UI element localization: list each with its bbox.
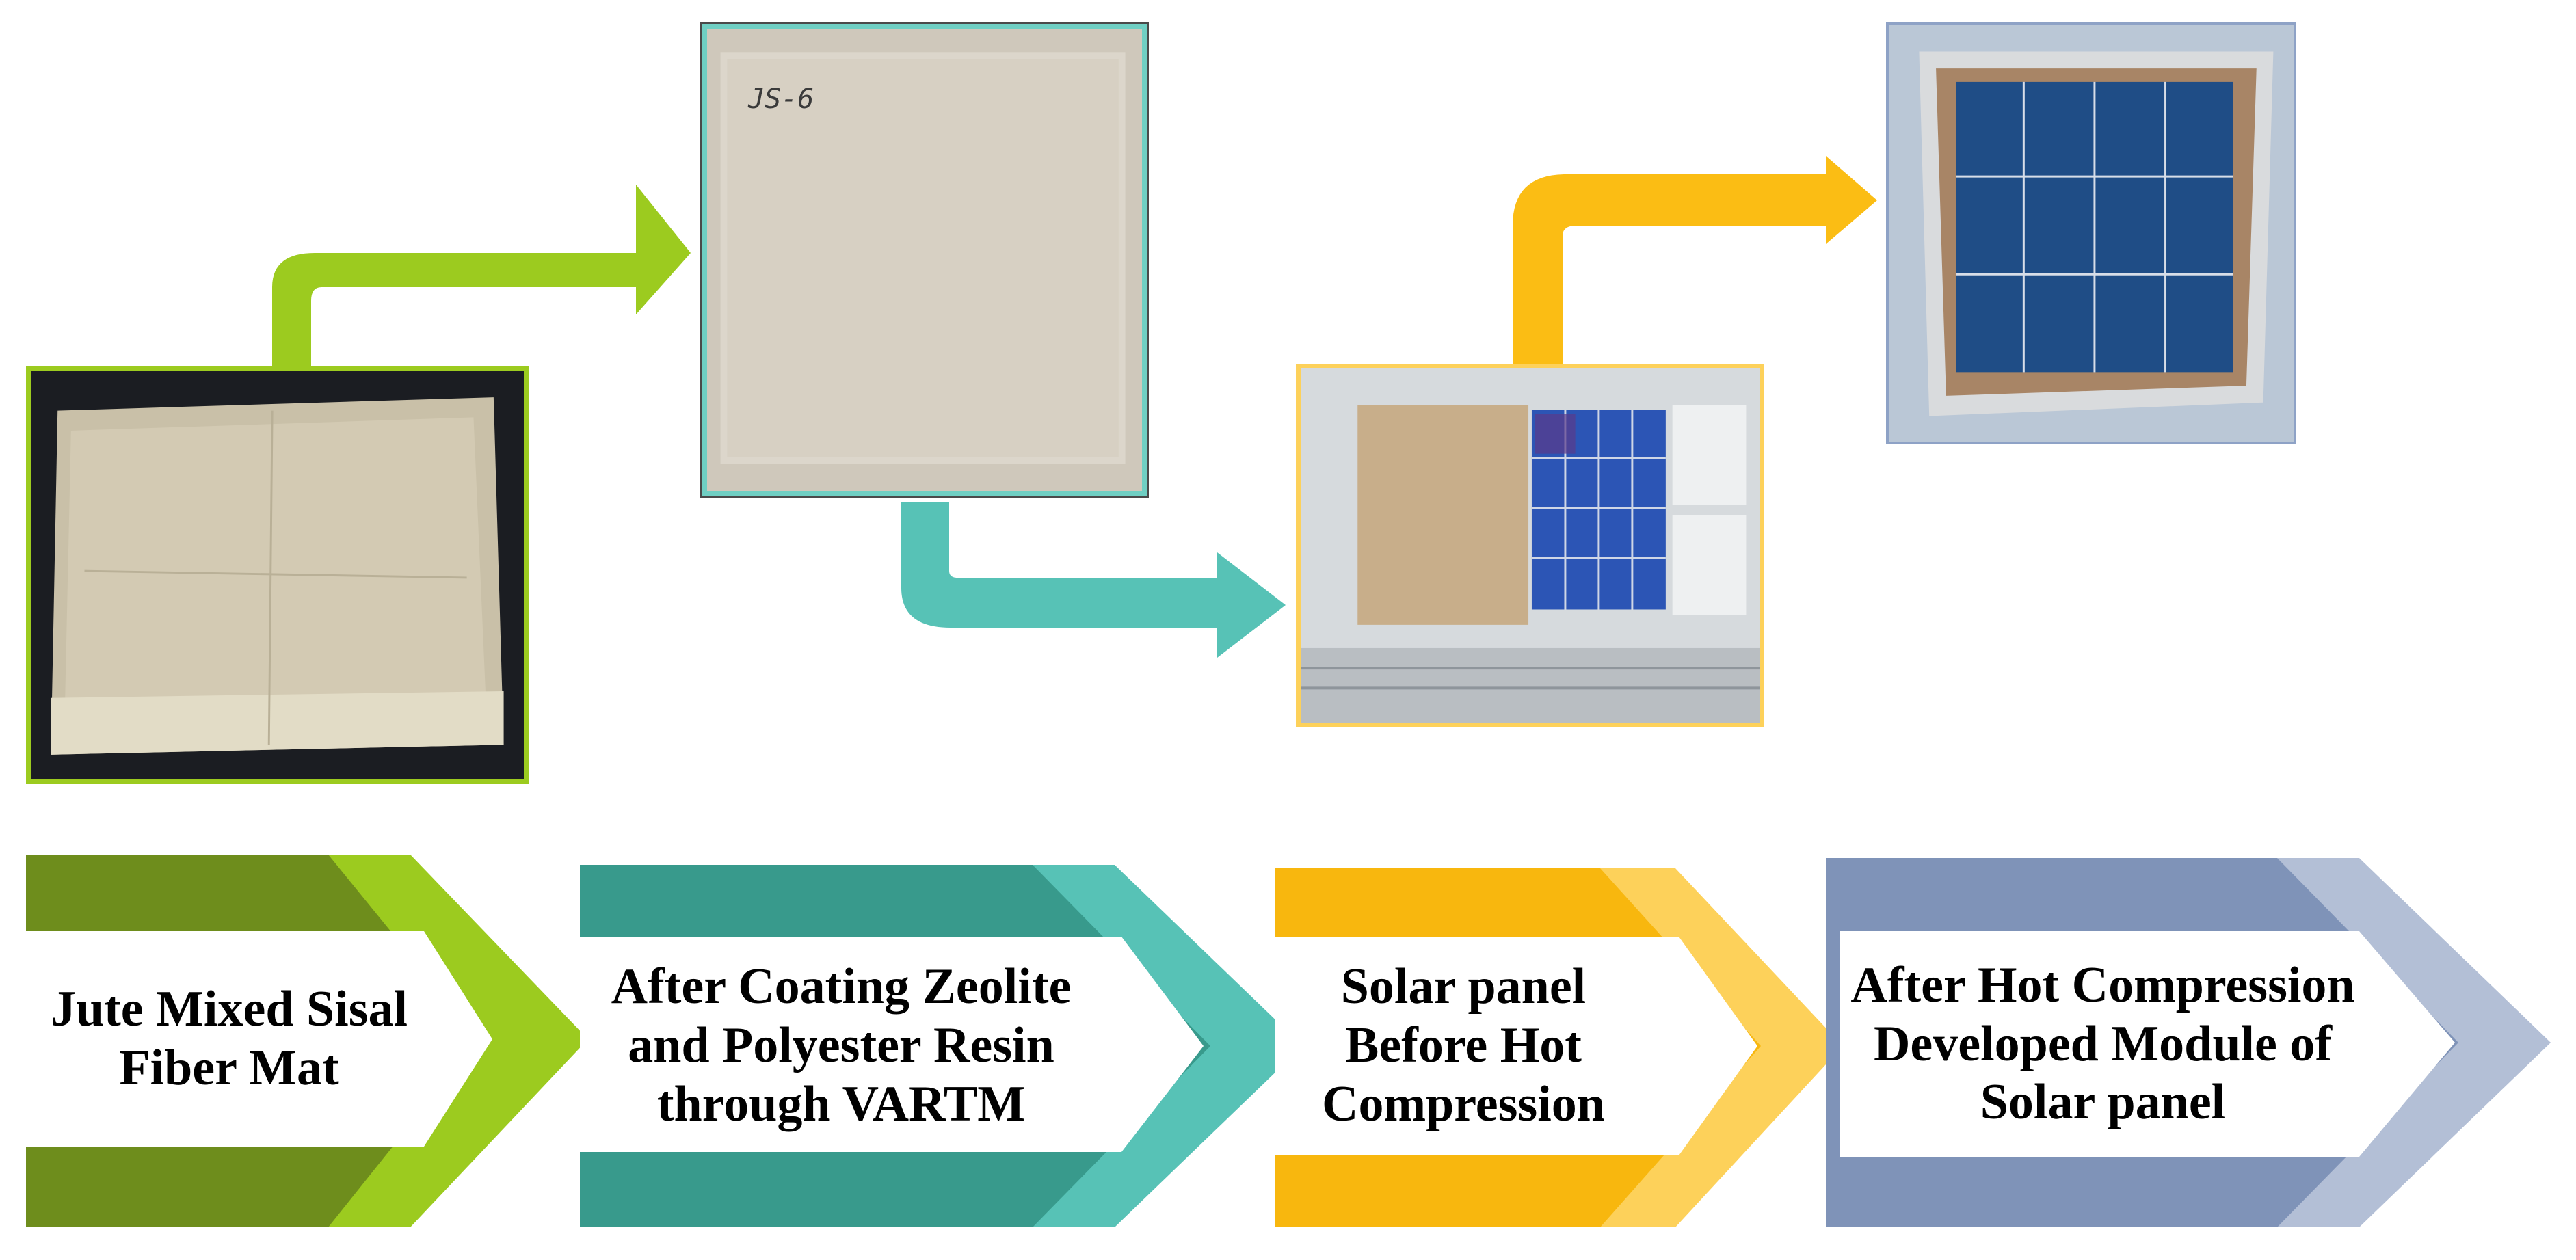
arrow-gold-to-step4 xyxy=(1513,156,1877,366)
jute-sisal-fiber-mat-photo xyxy=(26,366,529,784)
chevron-step-2 xyxy=(580,865,1303,1227)
developed-solar-module-photo xyxy=(1886,22,2296,444)
panel-id-tag: JS-6 xyxy=(748,83,814,115)
chevron-step-4 xyxy=(1826,858,2551,1227)
step-2-label: After Coating Zeolite and Polyester Resi… xyxy=(611,959,1072,1132)
chevron-step-3 xyxy=(1275,868,1843,1227)
arrow-teal-to-step3-shape xyxy=(901,502,1286,658)
step-4-label: After Hot Compression Developed Module o… xyxy=(1850,956,2355,1131)
step-1-label: Jute Mixed Sisal Fiber Mat xyxy=(50,981,408,1096)
arrow-green-to-step2 xyxy=(272,185,691,373)
step-3-label: Solar panel Before Hot Compression xyxy=(1322,959,1605,1132)
coated-composite-panel-photo: JS-6 xyxy=(700,22,1149,498)
chevron-step-1 xyxy=(26,855,588,1227)
solar-cells-before-compression-photo xyxy=(1296,364,1764,727)
